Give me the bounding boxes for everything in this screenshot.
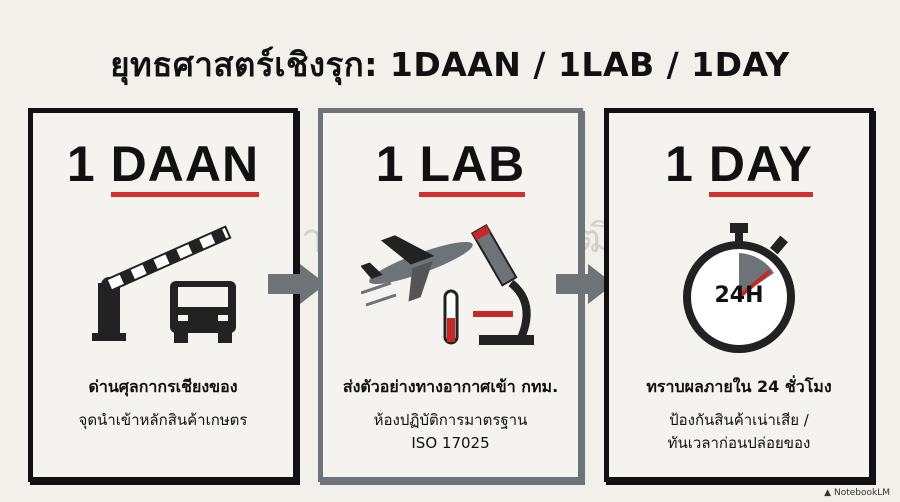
arrow-right-icon [556, 264, 614, 304]
heading-number: 1 [66, 136, 96, 192]
card-heading: 1 LAB [323, 135, 578, 197]
stopwatch-icon: 24H [674, 223, 804, 353]
heading-word: LAB [419, 136, 526, 197]
card-label: ส่งตัวอย่างทางอากาศเข้า กทม. [342, 377, 559, 396]
description-line: จุดนำเข้าหลักสินค้าเกษตร [78, 411, 248, 429]
card-heading: 1 DAAN [33, 135, 293, 197]
description-line: ป้องกันสินค้าเน่าเสีย / [669, 411, 809, 429]
description-line: ห้องปฏิบัติการมาตรฐาน [373, 411, 528, 429]
description-line: ISO 17025 [411, 434, 490, 452]
arrow-right-icon [268, 264, 326, 304]
card-label: ด่านศุลกากรเชียงของ [88, 377, 238, 396]
heading-word: DAY [708, 136, 813, 197]
brand-name: NotebookLM [833, 488, 890, 498]
heading-number: 1 [375, 136, 405, 192]
heading-word: DAAN [110, 136, 260, 197]
timer-text: 24H [714, 283, 764, 308]
card-label: ทราบผลภายใน 24 ชั่วโมง [646, 377, 832, 396]
description-line: ทันเวลาก่อนปล่อยของ [667, 434, 811, 452]
barrier-truck-icon [92, 225, 236, 343]
card-1day: 1 DAY 24H ทราบผลภายใน 24 ชั่วโมง ป้องกัน… [604, 108, 874, 482]
page-title: ยุทธศาสตร์เชิงรุก: 1DAAN / 1LAB / 1DAY [110, 45, 790, 84]
card-heading: 1 DAY [609, 135, 869, 197]
brand-label: ▲ NotebookLM [824, 488, 890, 498]
card-1daan: 1 DAAN ด่านศุลกากรเชียงของ จุดนำเข้าหลัก… [28, 108, 298, 482]
card-description: ป้องกันสินค้าเน่าเสีย / ทันเวลาก่อนปล่อยข… [609, 409, 869, 455]
card-1lab: 1 LAB ส่งตัวอย่างทางอากาศเข้า กทม. ห้องป… [318, 108, 583, 482]
card-description: ห้องปฏิบัติการมาตรฐาน ISO 17025 [323, 409, 578, 455]
airplane-microscope-icon [360, 223, 534, 345]
heading-number: 1 [665, 136, 694, 192]
card-description: จุดนำเข้าหลักสินค้าเกษตร [33, 409, 293, 432]
